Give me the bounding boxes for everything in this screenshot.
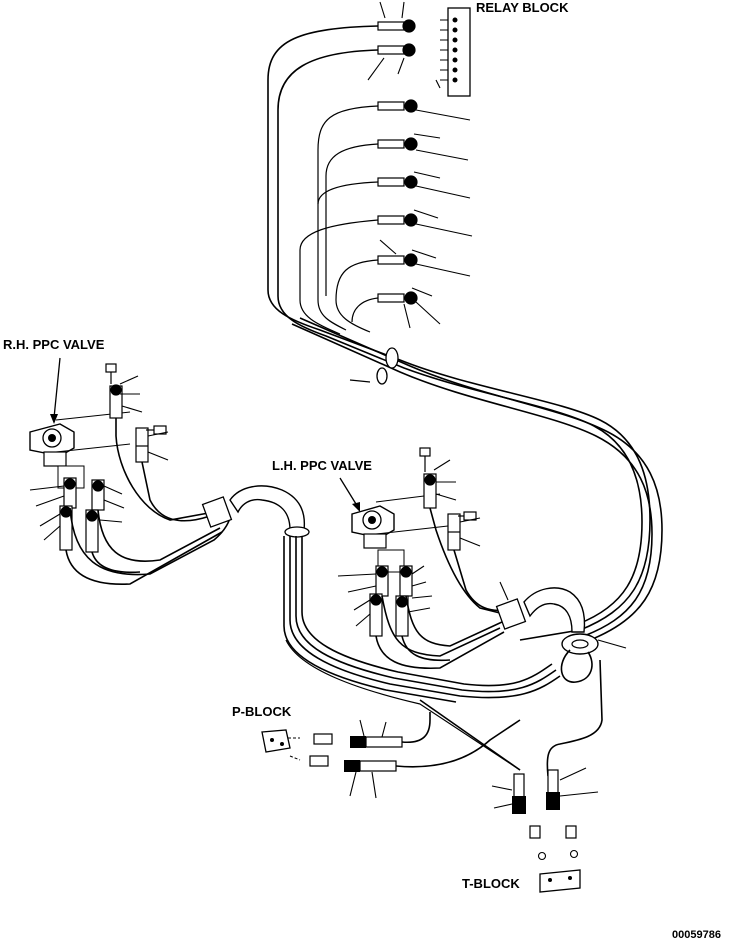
p-block: P-BLOCK	[232, 704, 521, 772]
rh-leader-lines	[29, 375, 169, 541]
hose-fitting	[109, 384, 123, 419]
p-block-label: P-BLOCK	[232, 704, 292, 719]
t-block: T-BLOCK	[462, 769, 581, 893]
hose-fitting	[85, 509, 99, 553]
hose-clamp	[349, 347, 399, 385]
rh-to-lh-hoses	[283, 536, 561, 771]
hose-fitting	[377, 99, 418, 113]
hose-fitting	[546, 769, 560, 810]
rh-ppc-valve: R.H. PPC VALVE	[3, 337, 131, 489]
hose-fitting	[350, 736, 403, 748]
rh-valve-fittings	[59, 363, 167, 553]
hose-fitting	[377, 43, 416, 57]
lh-ppc-valve-label: L.H. PPC VALVE	[272, 458, 372, 473]
bolt	[105, 363, 117, 384]
lh-leader-lines	[337, 459, 481, 627]
t-block-hoses	[419, 659, 603, 777]
hose-fitting	[63, 477, 77, 509]
hose-fitting	[59, 505, 73, 551]
hose-fitting	[395, 595, 409, 637]
relay-hoses	[267, 25, 663, 641]
hose-fitting	[377, 213, 418, 227]
hose-fitting	[91, 479, 105, 511]
hose-fitting	[344, 760, 397, 772]
hose-fitting	[375, 565, 389, 597]
hose-fitting	[369, 593, 383, 637]
lh-bundle-elbow	[495, 581, 627, 683]
hose-fitting	[377, 291, 418, 305]
hose-fitting	[447, 513, 461, 551]
hose-fitting	[423, 473, 437, 509]
hose-fitting	[377, 253, 418, 267]
hose-fitting	[377, 137, 418, 151]
relay-leader-lines	[367, 1, 473, 329]
p-block-leader-lines	[349, 719, 387, 799]
t-block-leader-lines	[491, 767, 599, 809]
hose-fitting	[135, 427, 149, 463]
hose-fitting	[399, 565, 413, 597]
relay-block-label: RELAY BLOCK	[476, 0, 569, 15]
t-block-label: T-BLOCK	[462, 876, 520, 891]
bolt	[419, 447, 431, 472]
relay-hose-fittings	[377, 19, 418, 305]
drawing-number: 00059786	[672, 929, 721, 941]
hose-fitting	[512, 773, 526, 814]
rh-bundle-elbow	[201, 485, 310, 538]
rh-hoses	[65, 418, 231, 585]
hose-fitting	[377, 175, 418, 189]
relay-block: RELAY BLOCK	[440, 0, 569, 97]
hose-fitting	[377, 19, 416, 33]
rh-ppc-valve-label: R.H. PPC VALVE	[3, 337, 105, 352]
